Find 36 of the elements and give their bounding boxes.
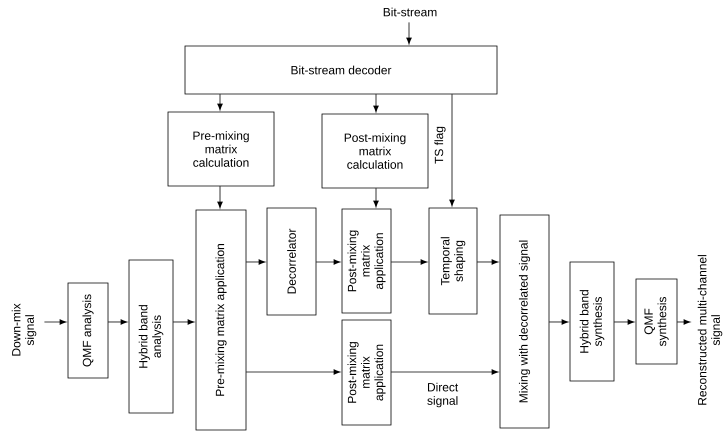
- arrow: [217, 186, 223, 208]
- arrow: [477, 259, 498, 265]
- arrow: [173, 319, 194, 325]
- arrow: [373, 94, 379, 112]
- arrow: [406, 22, 412, 44]
- process-box: Decorrelator: [266, 208, 316, 316]
- process-box: Bit-stream decoder: [184, 46, 498, 94]
- arrow: [246, 369, 340, 375]
- arrow: [373, 188, 379, 208]
- arrow: [614, 319, 634, 325]
- arrow: [391, 259, 428, 265]
- process-box: Pre-mixing matrix calculation: [168, 112, 274, 186]
- arrow: [217, 94, 223, 110]
- signal-label: Down-mix signal: [12, 304, 36, 356]
- signal-label: Reconstructed multi-channel signal: [698, 255, 722, 405]
- arrow: [449, 94, 455, 206]
- arrow: [391, 369, 498, 375]
- process-box: Hybrid band analysis: [128, 260, 174, 414]
- process-box: Pre-mixing matrix application: [196, 210, 246, 430]
- edge-label: Direct signal: [427, 382, 458, 408]
- process-box: Hybrid band synthesis: [570, 262, 614, 382]
- process-box: Mixing with decorrelated signal: [500, 214, 550, 428]
- process-box: QMF analysis: [68, 282, 108, 378]
- arrow: [549, 319, 568, 325]
- process-box: QMF synthesis: [636, 278, 678, 364]
- process-box: Post-mixing matrix application: [342, 208, 392, 314]
- arrow: [246, 259, 266, 265]
- arrow: [316, 259, 340, 265]
- arrow: [44, 319, 66, 325]
- arrow: [108, 319, 128, 325]
- process-box: Post-mixing matrix calculation: [322, 114, 428, 188]
- arrow: [677, 319, 690, 325]
- process-box: Temporal shaping: [428, 208, 478, 314]
- signal-label: Bit-stream: [384, 8, 436, 16]
- edge-label: TS flag: [434, 126, 446, 164]
- process-box: Post-mixing matrix application: [342, 320, 392, 426]
